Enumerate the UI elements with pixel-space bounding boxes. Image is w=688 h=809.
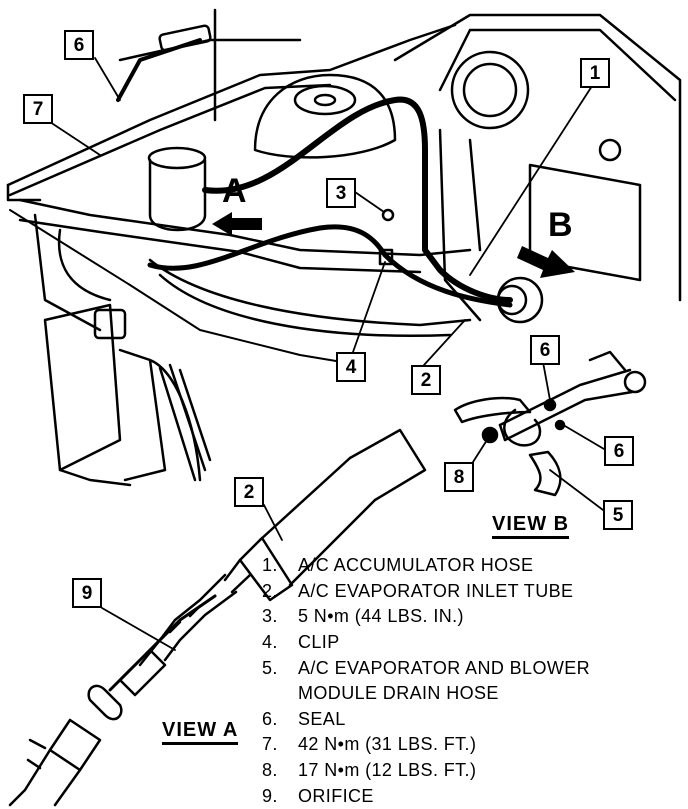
legend-text: 42 N•m (31 LBS. FT.) (298, 734, 477, 755)
legend-item: 7. 42 N•m (31 LBS. FT.) (262, 732, 682, 758)
legend-item: 5. A/C EVAPORATOR AND BLOWER (262, 655, 682, 681)
legend-number: 1. (262, 555, 278, 576)
callout-4-clip: 4 (336, 352, 366, 382)
legend-text: 5 N•m (44 LBS. IN.) (298, 606, 464, 627)
legend-text: CLIP (298, 632, 340, 653)
legend-text: ORIFICE (298, 785, 374, 806)
legend-text: 17 N•m (12 LBS. FT.) (298, 760, 477, 781)
legend-number: 7. (262, 734, 278, 755)
legend-item: 3. 5 N•m (44 LBS. IN.) (262, 604, 682, 630)
legend-item: 2. A/C EVAPORATOR INLET TUBE (262, 579, 682, 605)
legend-text: SEAL (298, 708, 346, 729)
legend-item: 1. A/C ACCUMULATOR HOSE (262, 553, 682, 579)
legend-number: 2. (262, 580, 278, 601)
callout-1-accumulator-hose: 1 (580, 58, 610, 88)
legend-item: 6. SEAL (262, 707, 682, 733)
callout-8-torque: 8 (444, 462, 474, 492)
legend-number: 9. (262, 785, 278, 806)
legend-item: 9. ORIFICE (262, 783, 682, 809)
legend-item-continuation: MODULE DRAIN HOSE (262, 681, 682, 707)
legend-number: 3. (262, 606, 278, 627)
callout-9-orifice: 9 (72, 578, 102, 608)
callout-2-inlet-tube-view-a: 2 (234, 477, 264, 507)
view-a-arrow-icon (212, 212, 262, 236)
legend-text: MODULE DRAIN HOSE (298, 683, 499, 704)
legend-number: 6. (262, 708, 278, 729)
callout-6-hose-seal: 6 (64, 30, 94, 60)
leader-lines (49, 57, 605, 651)
view-b-arrow-icon (517, 246, 575, 278)
legend-text: A/C EVAPORATOR AND BLOWER (298, 657, 591, 678)
callout-5-drain-hose: 5 (603, 500, 633, 530)
callout-3-torque: 3 (326, 178, 356, 208)
view-b-arrow-letter: B (548, 206, 573, 244)
callout-6-seal-view-b-top: 6 (530, 335, 560, 365)
view-a-label: VIEW A (162, 720, 239, 745)
callout-2-inlet-tube: 2 (411, 365, 441, 395)
legend-number: 4. (262, 632, 278, 653)
callout-6-seal-view-b-right: 6 (604, 436, 634, 466)
parts-legend: 1. A/C ACCUMULATOR HOSE 2. A/C EVAPORATOR … (262, 553, 682, 809)
view-a-arrow-letter: A (222, 172, 247, 210)
legend-number: 5. (262, 657, 278, 678)
engine-compartment-drawing (6, 8, 682, 487)
legend-text: A/C ACCUMULATOR HOSE (298, 555, 534, 576)
legend-text: A/C EVAPORATOR INLET TUBE (298, 580, 574, 601)
legend-item: 8. 17 N•m (12 LBS. FT.) (262, 758, 682, 784)
legend-number: 8. (262, 760, 278, 781)
legend-item: 4. CLIP (262, 630, 682, 656)
view-b-label: VIEW B (492, 514, 570, 539)
view-b-drawing (453, 350, 647, 497)
callout-7-torque: 7 (23, 94, 53, 124)
